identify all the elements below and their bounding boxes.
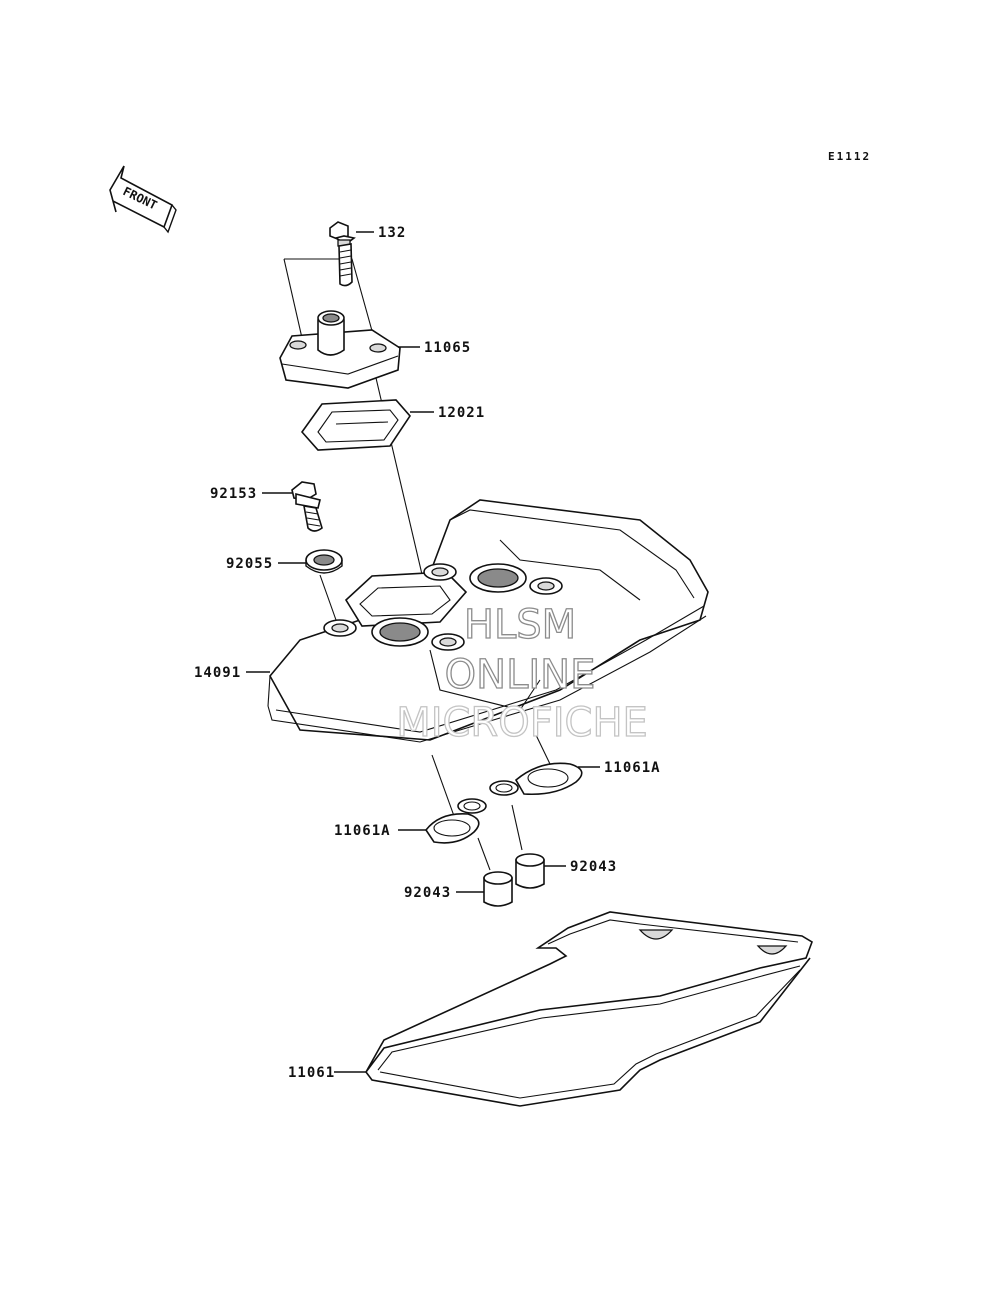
dowel-92043-right xyxy=(515,853,545,889)
watermark-line-3: MICROFICHE xyxy=(396,700,648,746)
gasket-11061a-right xyxy=(489,762,583,796)
front-arrow-icon: FRONT xyxy=(109,165,177,234)
head-cover-14091 xyxy=(267,499,709,743)
plug-bolt-92153 xyxy=(291,481,323,532)
watermark-line-1: HLSM xyxy=(464,602,576,648)
label-14091: 14091 xyxy=(194,665,241,681)
leader-lines xyxy=(246,231,600,1073)
label-92055: 92055 xyxy=(226,556,273,572)
label-11061a-left: 11061A xyxy=(334,823,391,839)
label-11061: 11061 xyxy=(288,1065,335,1081)
diagram-code: E1112 xyxy=(828,150,871,163)
bolt-132 xyxy=(329,221,356,287)
breather-cover-11065 xyxy=(279,310,401,389)
label-92153: 92153 xyxy=(210,486,257,502)
gasket-12021 xyxy=(300,399,412,451)
label-92043-right: 92043 xyxy=(570,859,617,875)
label-11061a-right: 11061A xyxy=(604,760,661,776)
dowel-92043-left xyxy=(483,871,513,907)
gasket-11061 xyxy=(365,911,813,1107)
label-132: 132 xyxy=(378,225,406,241)
label-11065: 11065 xyxy=(424,340,471,356)
label-92043-left: 92043 xyxy=(404,885,451,901)
washer-92055 xyxy=(305,549,343,574)
watermark-line-2: ONLINE xyxy=(445,652,596,698)
label-12021: 12021 xyxy=(438,405,485,421)
gasket-11061a-left xyxy=(425,798,487,844)
